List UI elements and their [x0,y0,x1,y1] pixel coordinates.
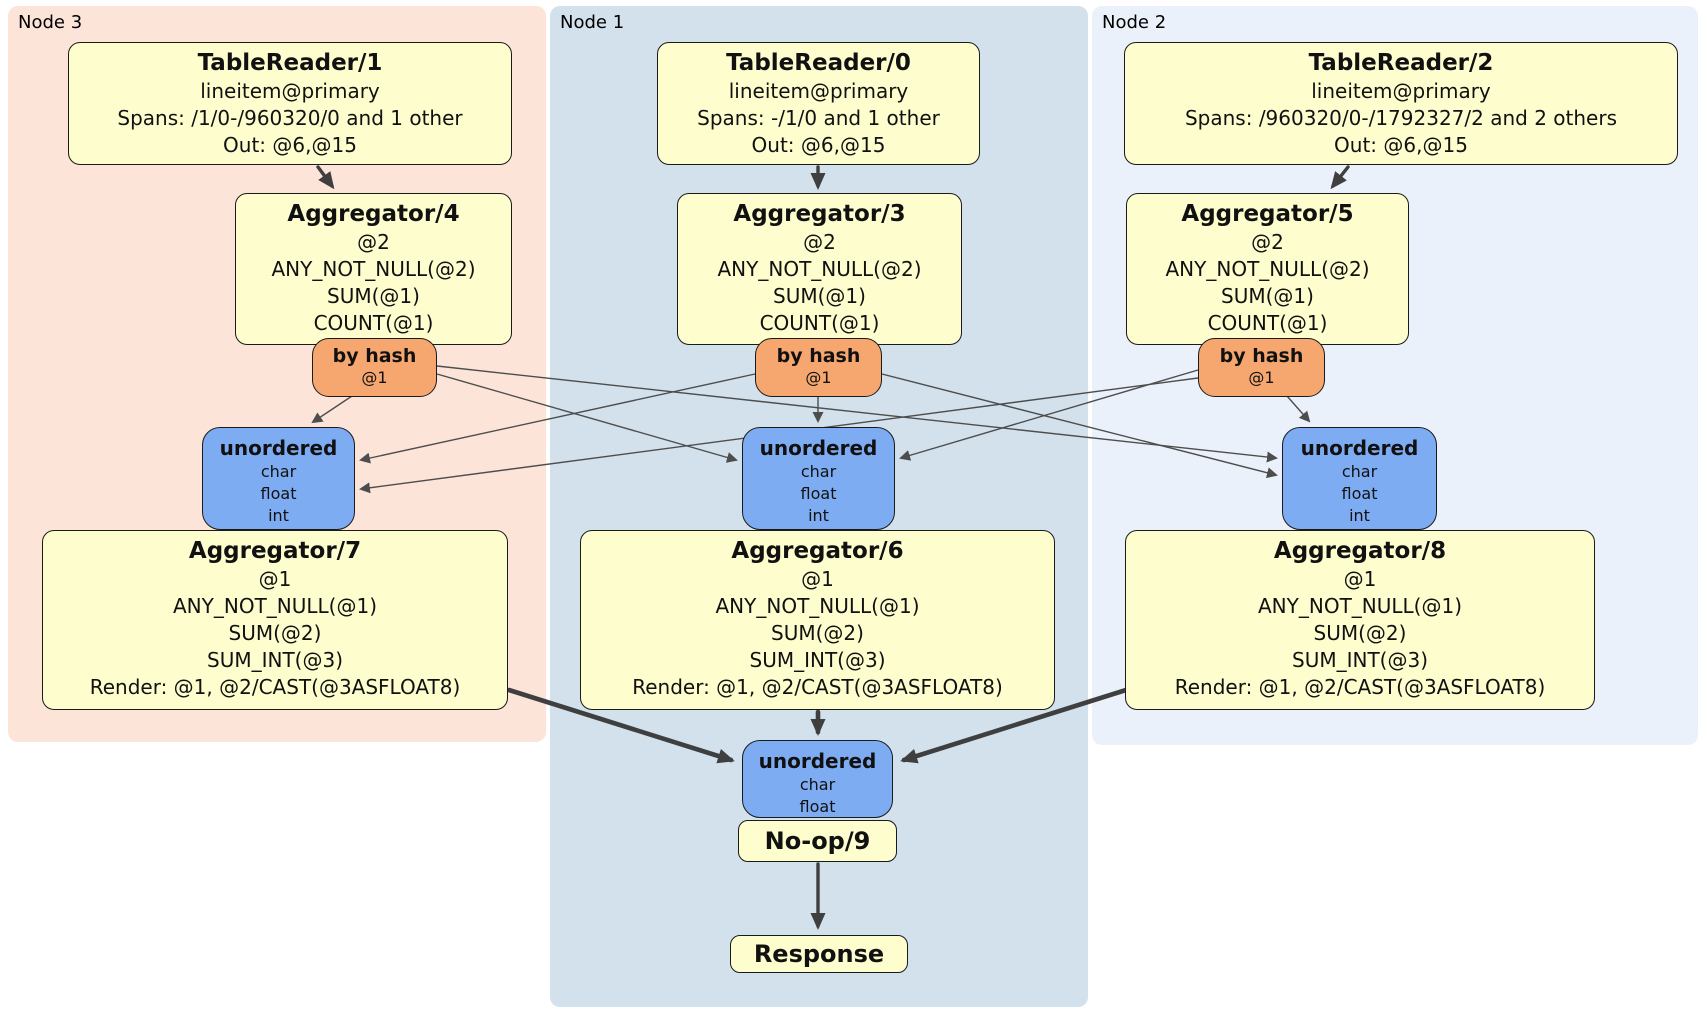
tablereader-2-box: TableReader/2 lineitem@primary Spans: /9… [1124,42,1678,165]
aggregator-7-box: Aggregator/7 @1 ANY_NOT_NULL(@1) SUM(@2)… [42,530,508,710]
aggregator-4-box: Aggregator/4 @2 ANY_NOT_NULL(@2) SUM(@1)… [235,193,512,345]
aggregator-4-fn3: COUNT(@1) [313,311,434,335]
aggregator-5-fn1: ANY_NOT_NULL(@2) [1165,257,1370,281]
unordered-sync-final-label: unordered [758,749,877,773]
tablereader-1-box: TableReader/1 lineitem@primary Spans: /1… [68,42,512,165]
aggregator-4-group-col: @2 [357,230,390,254]
unordered-sync-middle-label: unordered [759,436,878,460]
tablereader-1-index: lineitem@primary [200,79,380,103]
unordered-sync-middle-type3: int [808,506,829,525]
hash-router-right-key: @1 [1248,368,1275,387]
unordered-sync-right-label: unordered [1300,436,1419,460]
tablereader-1-out: Out: @6,@15 [223,133,357,157]
aggregator-8-fn3: SUM_INT(@3) [1292,648,1428,672]
aggregator-7-fn1: ANY_NOT_NULL(@1) [173,594,377,618]
node1-label: Node 1 [560,12,625,33]
tablereader-2-index: lineitem@primary [1311,79,1491,103]
hash-router-middle-key: @1 [805,368,832,387]
tablereader-0-index: lineitem@primary [728,79,909,103]
noop-box: No-op/9 [738,820,897,862]
hash-router-left-key: @1 [361,368,388,387]
aggregator-8-box: Aggregator/8 @1 ANY_NOT_NULL(@1) SUM(@2)… [1125,530,1595,710]
tablereader-1-spans: Spans: /1/0-/960320/0 and 1 other [117,106,463,130]
tablereader-0-title: TableReader/0 [726,50,911,76]
unordered-sync-right-type2: float [1341,484,1378,503]
unordered-sync-middle-type1: char [800,462,837,481]
aggregator-3-title: Aggregator/3 [733,201,906,227]
aggregator-6-render: Render: @1, @2/CAST(@3ASFLOAT8) [632,675,1003,699]
aggregator-3-fn2: SUM(@1) [773,284,866,308]
tablereader-0-spans: Spans: -/1/0 and 1 other [697,106,940,130]
unordered-sync-left-type3: int [268,506,289,525]
tablereader-to-aggregator-edges [316,165,1350,190]
aggregator-8-fn1: ANY_NOT_NULL(@1) [1258,594,1462,618]
aggregator-6-fn2: SUM(@2) [771,621,864,645]
aggregator-3-fn1: ANY_NOT_NULL(@2) [717,257,922,281]
aggregator-4-fn1: ANY_NOT_NULL(@2) [271,257,476,281]
unordered-sync-left-type1: char [260,462,297,481]
aggregator-7-group-col: @1 [258,567,292,591]
aggregator-to-final-sync-edges [506,687,1129,764]
unordered-sync-middle-type2: float [800,484,837,503]
tablereader-1-title: TableReader/1 [197,50,383,76]
unordered-sync-middle: unordered char float int [742,427,895,530]
tablereader-2-spans: Spans: /960320/0-/1792327/2 and 2 others [1184,106,1617,130]
aggregator-5-title: Aggregator/5 [1181,201,1354,227]
aggregator-7-render: Render: @1, @2/CAST(@3ASFLOAT8) [89,675,461,699]
response-box: Response [730,935,908,973]
node2-label: Node 2 [1102,12,1167,33]
unordered-sync-left-label: unordered [219,436,338,460]
aggregator-3-group-col: @2 [803,230,836,254]
hash-router-left-label: by hash [332,345,417,367]
noop-title: No-op/9 [764,827,871,855]
hash-router-middle-label: by hash [776,345,861,367]
aggregator-8-render: Render: @1, @2/CAST(@3ASFLOAT8) [1174,675,1546,699]
tablereader-2-title: TableReader/2 [1308,50,1494,76]
aggregator-3-fn3: COUNT(@1) [759,311,880,335]
tablereader-0-out: Out: @6,@15 [751,133,886,157]
aggregator-8-group-col: @1 [1343,567,1377,591]
aggregator-4-title: Aggregator/4 [287,201,460,227]
unordered-sync-final-type1: char [799,775,836,794]
aggregator-6-fn1: ANY_NOT_NULL(@1) [715,594,920,618]
hash-router-right-label: by hash [1219,345,1304,367]
aggregator-7-fn3: SUM_INT(@3) [207,648,343,672]
unordered-sync-final-type2: float [799,797,836,816]
unordered-sync-left-type2: float [260,484,297,503]
aggregator-7-fn2: SUM(@2) [228,621,322,645]
aggregator-6-group-col: @1 [801,567,834,591]
hash-router-left: by hash @1 [312,338,437,397]
aggregator-4-fn2: SUM(@1) [327,284,420,308]
tablereader-0-box: TableReader/0 lineitem@primary Spans: -/… [657,42,980,165]
aggregator-8-title: Aggregator/8 [1273,538,1447,564]
node3-label: Node 3 [18,12,83,33]
aggregator-8-fn2: SUM(@2) [1313,621,1407,645]
unordered-sync-right-type1: char [1341,462,1378,481]
aggregator-5-fn2: SUM(@1) [1221,284,1314,308]
unordered-sync-right: unordered char float int [1282,427,1437,530]
aggregator-5-fn3: COUNT(@1) [1207,311,1328,335]
aggregator-6-fn3: SUM_INT(@3) [749,648,886,672]
aggregator-6-title: Aggregator/6 [731,538,904,564]
response-title: Response [753,940,885,968]
hash-router-right: by hash @1 [1198,338,1325,397]
unordered-sync-left: unordered char float int [202,427,355,530]
unordered-sync-final: unordered char float [742,740,893,818]
aggregator-3-box: Aggregator/3 @2 ANY_NOT_NULL(@2) SUM(@1)… [677,193,962,345]
tablereader-2-out: Out: @6,@15 [1334,133,1468,157]
aggregator-5-group-col: @2 [1251,230,1284,254]
hash-router-middle: by hash @1 [755,338,882,397]
aggregator-7-title: Aggregator/7 [188,538,362,564]
unordered-sync-right-type3: int [1349,506,1370,525]
aggregator-6-box: Aggregator/6 @1 ANY_NOT_NULL(@1) SUM(@2)… [580,530,1055,710]
aggregator-5-box: Aggregator/5 @2 ANY_NOT_NULL(@2) SUM(@1)… [1126,193,1409,345]
